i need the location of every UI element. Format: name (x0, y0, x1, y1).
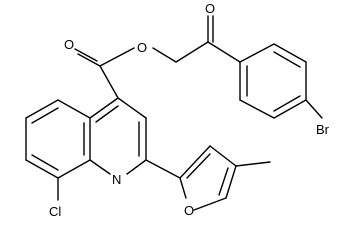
bond-q-n-c8a (89, 159, 111, 175)
bond-ph-inner-1 (273, 51, 301, 68)
bond-ph-4 (273, 99, 307, 119)
bond-ph-5 (239, 99, 275, 119)
atom-label-furan-oxygen: O (184, 203, 194, 218)
bond-fu-c3-c2-inner (186, 153, 211, 179)
bond-ch2-cketone (175, 41, 209, 63)
bond-q-c4a-c4-inner (95, 105, 119, 123)
bond-cketone-ring (207, 41, 241, 63)
bond-q-c4-c3 (117, 97, 147, 119)
bond-carbonyl-o-double-b (74, 48, 98, 62)
atom-label-ester-carbonyl-o: O (64, 37, 74, 52)
bond-ph-1 (239, 43, 275, 63)
bond-fu-methyl (235, 161, 271, 167)
bond-q-c7-c8 (25, 159, 59, 179)
bond-ph-br (305, 99, 323, 119)
bond-ph-inner-2 (273, 95, 301, 112)
bond-c4-ccarbonyl (99, 65, 119, 99)
bond-fu-c5-c4 (225, 165, 237, 199)
bond-carbonyl-o-double-a (77, 53, 101, 67)
bond-c2-furan (145, 159, 181, 179)
bond-q-c4a-c5 (57, 99, 91, 119)
bond-q-c4a-c4 (89, 97, 119, 119)
bond-fu-o-c5 (193, 197, 227, 211)
atom-label-ketone-o: O (205, 1, 215, 16)
bond-q-c8-c8a (57, 159, 91, 179)
bond-q-c5-c6 (25, 99, 59, 119)
bond-fu-c4-c3 (209, 145, 237, 167)
atom-label-bromine: Br (316, 122, 330, 137)
bond-lines (25, 15, 323, 211)
bond-q-c7-c8-inner (31, 154, 59, 171)
bond-fu-c2-o (179, 177, 187, 199)
bond-fu-c3-c2 (179, 145, 211, 179)
atom-label-ester-o: O (137, 40, 147, 55)
bond-q-c5-c6-inner (31, 107, 59, 124)
bond-ph-2 (273, 43, 307, 63)
bond-carbonyl-o-ester (99, 47, 135, 67)
atom-labels: O O O Br N Cl O (49, 1, 330, 219)
bond-q-c2-n (126, 159, 147, 175)
bond-fu-c5-c4-inner (218, 167, 229, 196)
bond-oester-ch2 (152, 47, 177, 63)
atom-label-quinoline-nitrogen: N (112, 172, 121, 187)
atom-label-chlorine: Cl (49, 204, 61, 219)
